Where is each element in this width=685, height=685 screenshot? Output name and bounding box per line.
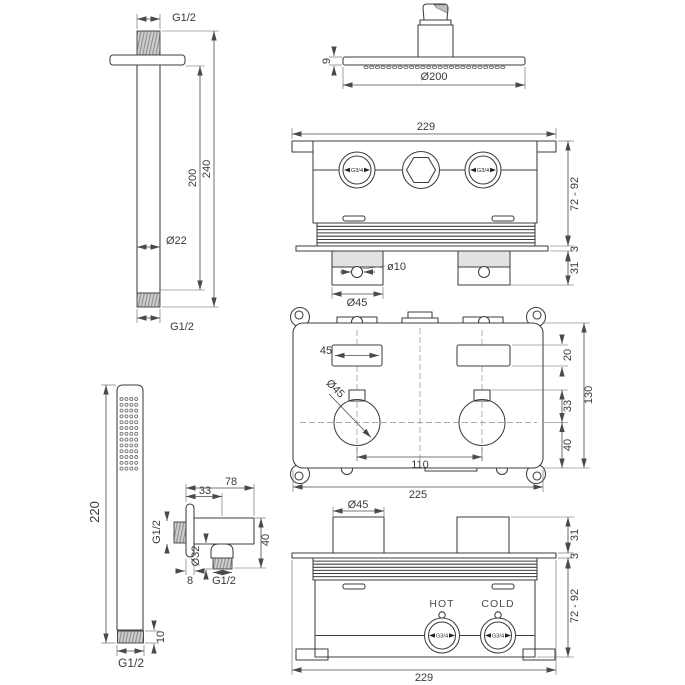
arm-tube: [136, 64, 161, 294]
front-cover-plate: [295, 245, 549, 252]
hand-shower-view: 220 10 G1/2: [87, 384, 167, 670]
dim-plan-slot-length: 45: [320, 345, 332, 357]
dim-bottom-depth-range: 72 - 92: [569, 589, 581, 623]
dim-front-pin-diameter: ø10: [387, 261, 406, 273]
bottom-right-spindle: [456, 516, 510, 554]
label-hot-inlet: G3/4: [436, 634, 448, 640]
hand-shower-nozzle-grid: [119, 397, 139, 471]
label-cold: COLD: [481, 598, 514, 610]
head-shower-view: 9 Ø200: [321, 3, 526, 89]
dim-plan-spacing: 110: [411, 459, 429, 471]
front-left-inlet: G3/4: [338, 151, 376, 189]
outlet-dome: [210, 543, 234, 559]
plan-right-slot: [456, 344, 511, 367]
outlet-body: [193, 517, 255, 545]
dim-head-diameter: Ø200: [421, 71, 448, 83]
wall-outlet-view: 78 33 G1/2 Ø32 40 8 G1/2: [151, 476, 272, 587]
dim-arm-total-length: 240: [201, 160, 213, 178]
dim-front-spindle-diameter: Ø45: [347, 297, 368, 309]
plan-left-spindle: [333, 398, 381, 447]
bottom-cover-plate: [291, 552, 557, 559]
dim-hand-length: 220: [87, 501, 102, 523]
head-thread-shading: [433, 4, 448, 14]
valve-plan-view: 45 Ø45 110 20 33 40 130 225: [289, 306, 595, 501]
dim-outlet-offset: 33: [199, 485, 211, 497]
dim-outlet-height: 40: [260, 534, 272, 546]
hand-shower-thread: [117, 630, 144, 644]
dim-arm-bottom-thread: G1/2: [170, 321, 194, 333]
dim-bottom-width: 229: [415, 672, 433, 684]
dim-plan-center-to-edge: 40: [562, 439, 574, 451]
outlet-inlet-thread: [173, 521, 187, 544]
front-right-clip: [491, 215, 515, 222]
dim-plan-slot-width: 20: [562, 349, 574, 361]
dim-arm-top-thread: G1/2: [172, 12, 196, 24]
dim-outlet-depth: 78: [225, 476, 237, 488]
arm-bottom-thread: [136, 292, 161, 308]
dim-front-plate: 3: [569, 246, 581, 252]
head-neck: [417, 24, 454, 58]
bottom-left-clip: [342, 583, 366, 590]
label-cold-inlet: G3/4: [492, 634, 504, 640]
dim-bottom-spindle-diameter: Ø45: [348, 499, 369, 511]
dim-front-width: 229: [417, 121, 435, 133]
bottom-adjustment-ribs: [312, 557, 538, 581]
dim-arm-tube-diameter: Ø22: [166, 235, 187, 247]
dim-plan-width: 225: [409, 489, 427, 501]
label-hot: HOT: [429, 598, 454, 610]
valve-bottom-view: Ø45 HOT G3/4 COLD G3/4: [291, 499, 581, 684]
dim-front-depth-range: 72 - 92: [569, 177, 581, 211]
ceiling-arm-view: G1/2 240 200 Ø22 G1/2: [109, 12, 219, 333]
front-right-inlet: G3/4: [464, 151, 502, 189]
bottom-left-spindle: [332, 516, 385, 554]
plan-right-spindle: [458, 398, 506, 447]
front-left-clip: [342, 215, 366, 222]
dim-hand-thread: G1/2: [118, 656, 144, 670]
label-front-left-inlet: G3/4: [351, 168, 363, 174]
cold-inlet: G3/4: [479, 617, 517, 654]
dim-outlet-rosette-thickness: 8: [187, 575, 193, 587]
dim-plan-spindle-offset: 33: [562, 400, 574, 412]
head-collar: [419, 19, 452, 26]
dim-arm-exposed-length: 200: [187, 169, 199, 187]
dim-front-spindle-length: 31: [569, 262, 581, 274]
front-left-spindle: ø10: [331, 250, 406, 286]
bottom-right-clip: [491, 583, 515, 590]
arm-top-thread: [136, 30, 161, 56]
arm-ceiling-flange: [109, 54, 186, 66]
dim-head-thickness: 9: [321, 58, 333, 64]
label-outlet-inlet-thread: G1/2: [151, 520, 163, 544]
front-adjustment-ribs: [316, 222, 536, 247]
plan-top-connector: [407, 311, 433, 319]
plan-left-notch: [348, 389, 366, 402]
hot-inlet: G3/4: [423, 617, 461, 654]
front-right-spindle: [457, 250, 511, 286]
bottom-left-foot: [295, 648, 329, 661]
dim-bottom-plate: 3: [569, 553, 581, 559]
front-center-hex-nut: [401, 150, 441, 190]
dim-hand-thread-length: 10: [155, 631, 167, 643]
head-disc: [342, 56, 526, 66]
dim-bottom-spindle-length: 31: [569, 529, 581, 541]
plan-right-notch: [473, 389, 491, 402]
dim-plan-height: 130: [583, 386, 595, 404]
head-nozzle-band: [363, 65, 506, 69]
dim-outlet-rosette-diameter: Ø32: [190, 546, 202, 567]
valve-front-view: 229 G3/4 G3/4: [291, 121, 581, 309]
outlet-bottom-thread: [212, 557, 233, 570]
bottom-right-foot: [522, 648, 556, 661]
label-outlet-bottom-thread: G1/2: [212, 575, 236, 587]
label-front-right-inlet: G3/4: [477, 168, 489, 174]
hand-shower-body: [116, 384, 144, 631]
